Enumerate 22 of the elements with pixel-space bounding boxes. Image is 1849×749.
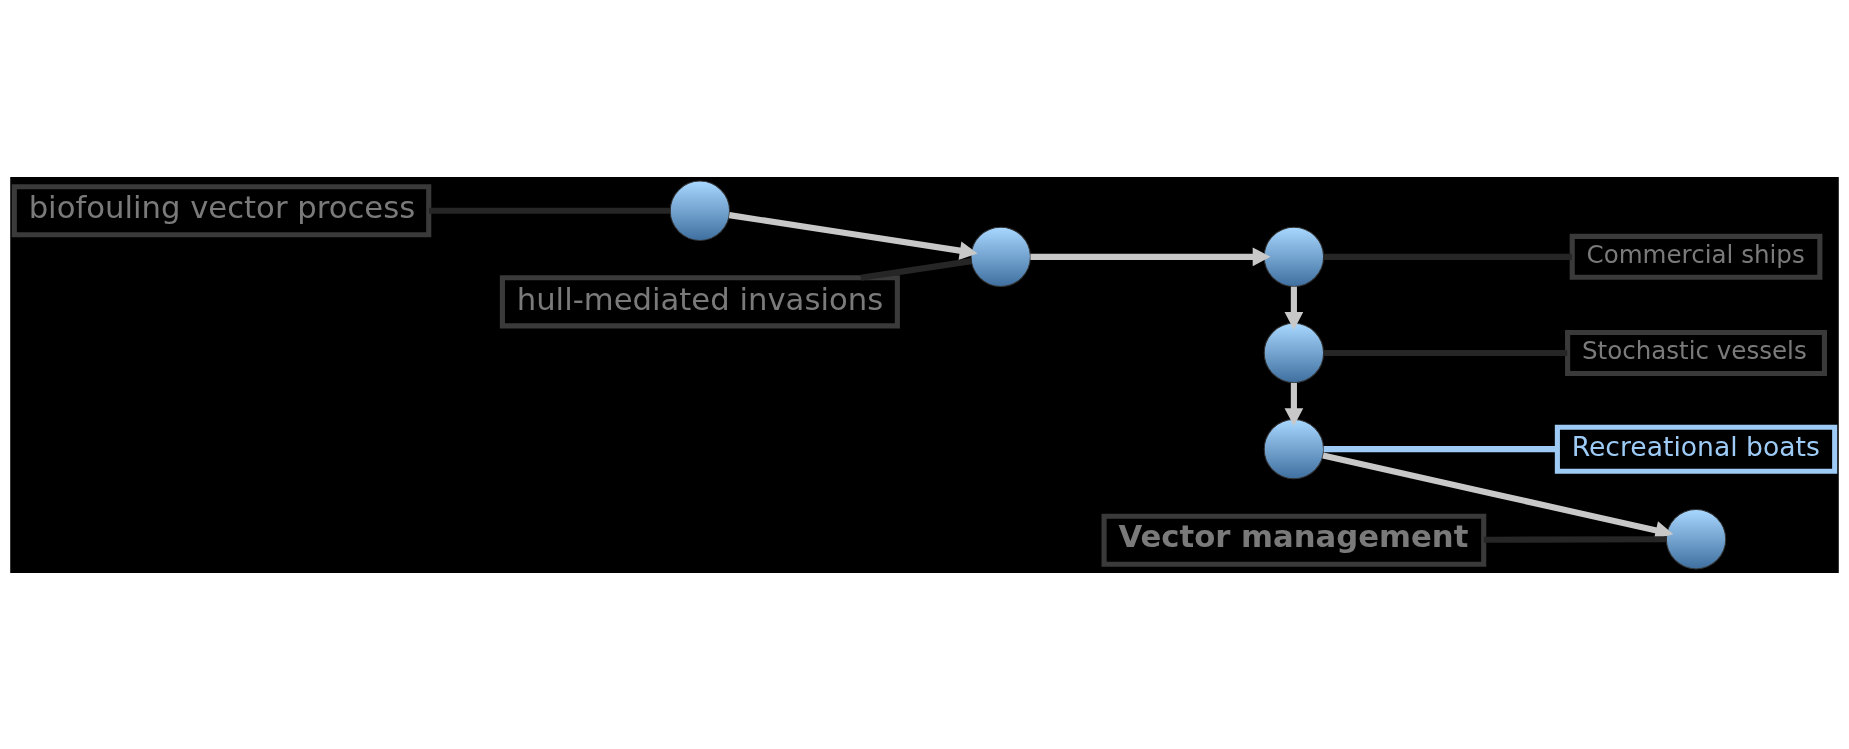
arrow <box>1030 246 1271 266</box>
connector <box>1323 253 1572 260</box>
node-box: Stochastic vessels <box>1565 329 1827 376</box>
node-circle <box>1665 508 1727 569</box>
node-box: hull-mediated invasions <box>499 274 900 328</box>
node-circle <box>970 226 1031 287</box>
node-box: Vector management <box>1101 513 1487 567</box>
connector <box>1323 349 1568 356</box>
node-circle <box>1263 418 1325 479</box>
connector <box>429 207 670 214</box>
arrow <box>1284 286 1304 330</box>
connector <box>860 257 972 281</box>
node-box: Recreational boats <box>1554 424 1838 474</box>
node-circle <box>1263 322 1325 383</box>
arrow <box>728 211 978 260</box>
node-circle <box>669 180 731 241</box>
node-box: biofouling vector process <box>11 183 432 237</box>
arrow <box>1284 382 1304 426</box>
node-box: Commercial ships <box>1569 233 1823 280</box>
node-circle <box>1263 226 1325 287</box>
connector <box>1323 445 1557 452</box>
connector <box>1483 535 1667 543</box>
